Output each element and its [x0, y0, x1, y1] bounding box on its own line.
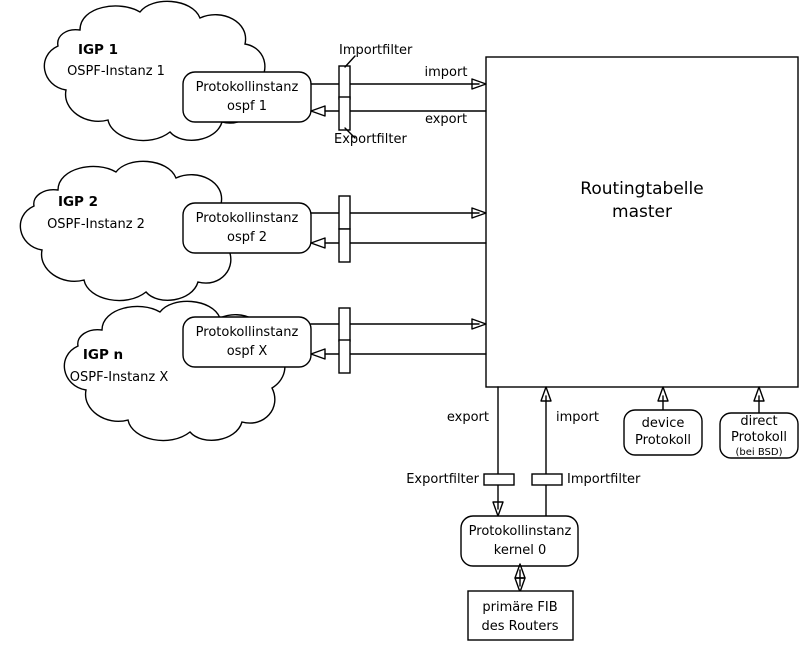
- protocol-instance-box-1[interactable]: [182, 71, 312, 123]
- exportfilter-box-1[interactable]: [338, 96, 351, 131]
- bottom-export-arrow-label: export: [446, 410, 489, 425]
- protocol-instance-3-line2: ospf X: [226, 344, 268, 359]
- export-arrowhead-2: [310, 237, 326, 249]
- cloud-igp-2: [19, 160, 242, 302]
- direct-protocol-line1: direct: [740, 414, 778, 429]
- protocol-instance-box-2[interactable]: [182, 202, 312, 254]
- importfilter-label-1: Importfilter: [339, 43, 413, 58]
- exportfilter-box-2[interactable]: [338, 228, 351, 263]
- exportfilter-leader-1: [344, 127, 356, 139]
- direct-protocol-note: (bei BSD): [735, 447, 783, 458]
- routing-table-line1: Routingtabelle: [580, 179, 704, 199]
- direct-protocol-box[interactable]: [719, 412, 799, 459]
- exportfilter-label-1: Exportfilter: [334, 132, 407, 147]
- bottom-import-arrow-label: import: [556, 410, 599, 425]
- fib-line1: primäre FIB: [482, 600, 558, 615]
- import-arrowhead-1: [471, 78, 487, 90]
- fib-line2: des Routers: [481, 619, 559, 634]
- bottom-importfilter-box[interactable]: [531, 473, 563, 486]
- protocol-instance-2-line1: Protokollinstanz: [195, 211, 299, 226]
- import-arrowhead-3: [471, 318, 487, 330]
- cloud-igp-1-title: IGP 1: [77, 42, 119, 58]
- device-protocol-line2: Protokoll: [635, 433, 691, 448]
- protocol-instance-2-line2: ospf 2: [227, 230, 267, 245]
- routing-table-master-box[interactable]: [485, 56, 799, 388]
- device-protocol-line1: device: [641, 416, 685, 431]
- export-arrow-label-1: export: [424, 112, 468, 127]
- cloud-igp-2-subtitle: OSPF-Instanz 2: [47, 217, 145, 232]
- importfilter-leader-1: [344, 55, 356, 68]
- export-arrowhead-3: [310, 348, 326, 360]
- export-arrowhead-1: [310, 105, 326, 117]
- cloud-igp-1-subtitle: OSPF-Instanz 1: [67, 64, 165, 79]
- device-protocol-box[interactable]: [623, 409, 703, 456]
- protocol-instance-1-line1: Protokollinstanz: [195, 80, 299, 95]
- cloud-igp-n-title: IGP n: [82, 347, 124, 363]
- cloud-igp-2-title: IGP 2: [57, 194, 99, 210]
- routing-table-line2: master: [612, 202, 672, 222]
- kernel-instance-line2: kernel 0: [493, 543, 547, 558]
- fib-box[interactable]: [467, 590, 574, 641]
- kernel-instance-line1: Protokollinstanz: [468, 524, 572, 539]
- protocol-instance-1-line2: ospf 1: [227, 99, 267, 114]
- import-arrowhead-2: [471, 207, 487, 219]
- bottom-import-arrowhead: [540, 386, 552, 402]
- direct-protocol-line2: Protokoll: [731, 430, 787, 445]
- bottom-export-arrowhead: [492, 501, 504, 517]
- bottom-exportfilter-box[interactable]: [483, 473, 515, 486]
- exportfilter-box-3[interactable]: [338, 339, 351, 374]
- importfilter-box-1[interactable]: [338, 65, 351, 100]
- importfilter-box-2[interactable]: [338, 195, 351, 230]
- kernel-fib-arrowhead-down: [514, 577, 526, 593]
- protocol-instance-3-line1: Protokollinstanz: [195, 325, 299, 340]
- direct-protocol-arrowhead: [753, 386, 765, 402]
- bottom-exportfilter-label: Exportfilter: [406, 472, 479, 487]
- protocol-instance-box-3[interactable]: [182, 316, 312, 368]
- import-arrow-label-1: import: [424, 65, 468, 80]
- bottom-importfilter-label: Importfilter: [567, 472, 641, 487]
- device-protocol-arrowhead: [657, 386, 669, 402]
- cloud-igp-n-subtitle: OSPF-Instanz X: [69, 370, 169, 385]
- importfilter-box-3[interactable]: [338, 307, 351, 342]
